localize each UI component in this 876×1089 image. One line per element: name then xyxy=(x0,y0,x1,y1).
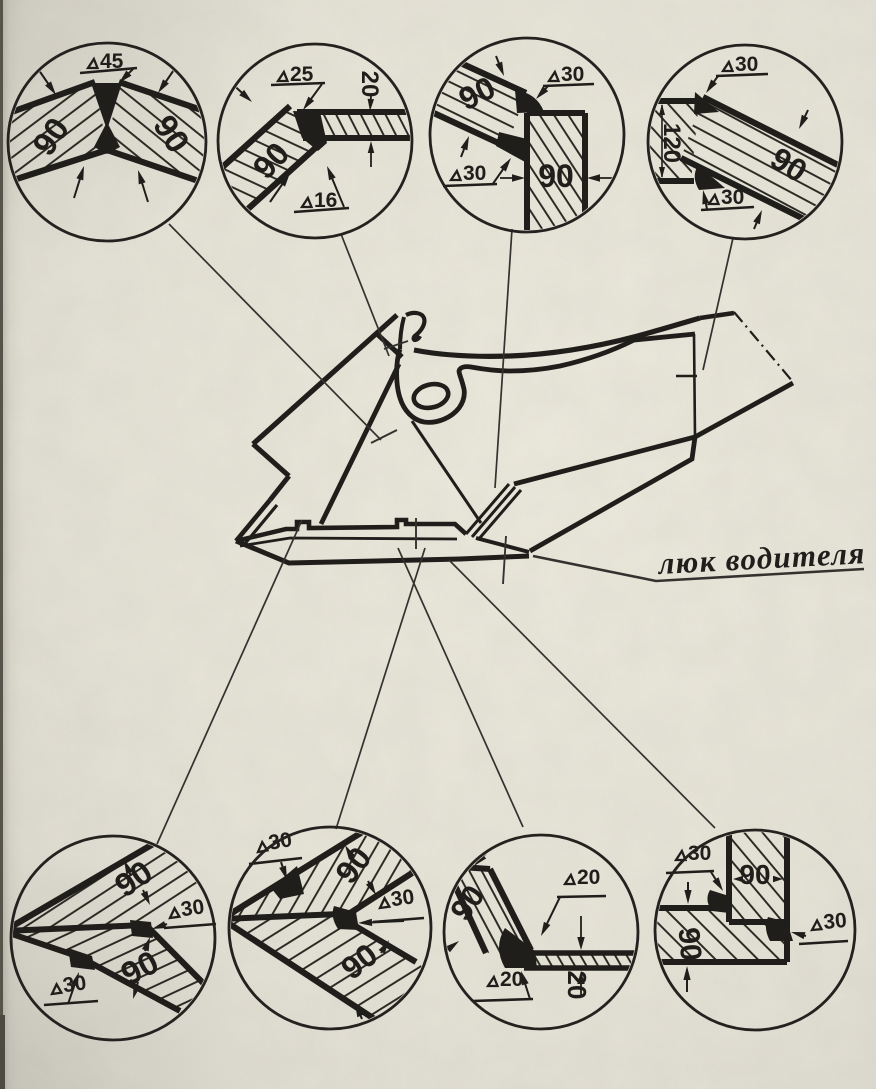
svg-text:20: 20 xyxy=(577,866,600,889)
svg-text:45: 45 xyxy=(100,50,124,73)
svg-text:90: 90 xyxy=(672,926,708,962)
svg-text:30: 30 xyxy=(561,63,584,86)
svg-text:30: 30 xyxy=(463,162,486,185)
svg-text:20: 20 xyxy=(562,971,592,1000)
svg-text:25: 25 xyxy=(290,63,314,86)
svg-text:30: 30 xyxy=(721,186,744,209)
svg-text:20: 20 xyxy=(500,968,523,991)
svg-text:16: 16 xyxy=(314,189,337,212)
svg-text:90: 90 xyxy=(739,859,770,890)
svg-text:90: 90 xyxy=(538,158,574,194)
svg-text:30: 30 xyxy=(822,909,847,934)
svg-text:20: 20 xyxy=(356,71,383,98)
svg-text:120: 120 xyxy=(658,123,685,163)
svg-text:30: 30 xyxy=(179,895,205,921)
svg-text:30: 30 xyxy=(688,842,711,865)
svg-text:30: 30 xyxy=(389,885,415,911)
svg-text:30: 30 xyxy=(735,53,758,76)
